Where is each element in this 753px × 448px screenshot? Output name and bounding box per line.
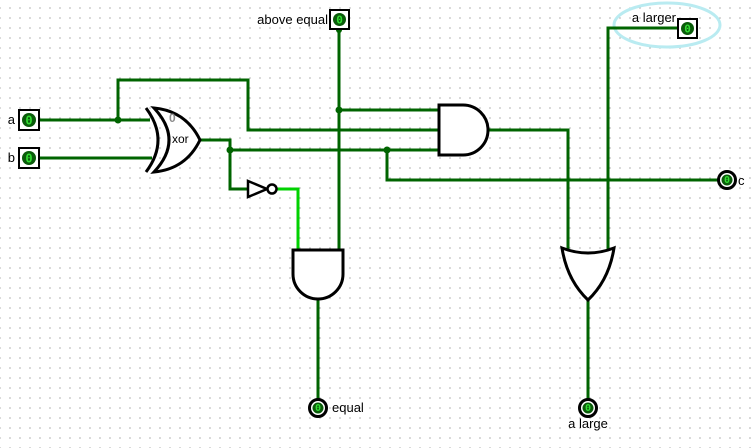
wire-junction [226, 146, 234, 154]
input-pin-a-larger[interactable]: 0 [677, 18, 698, 39]
pin-label-a: a [7, 112, 15, 127]
xor-gate-value-hint: 0 [169, 111, 176, 125]
selection-highlight-ellipse [612, 1, 722, 49]
xor-gate[interactable] [144, 106, 202, 174]
pin-label-a-larger: a larger [631, 10, 676, 25]
svg-text:0: 0 [684, 23, 691, 36]
svg-text:0: 0 [25, 114, 32, 128]
or-gate[interactable] [560, 245, 616, 303]
and-gate-bottom[interactable] [291, 248, 345, 301]
not-gate[interactable] [246, 179, 278, 199]
svg-text:0: 0 [25, 152, 32, 166]
svg-text:0: 0 [585, 403, 591, 414]
and-gate-top[interactable] [437, 103, 490, 157]
input-pin-a[interactable]: 0 [18, 109, 40, 131]
wire-junction [335, 106, 343, 114]
pin-label-c: c [738, 173, 745, 188]
wire-junction [383, 146, 391, 154]
input-pin-b[interactable]: 0 [18, 147, 40, 169]
xor-gate-label: xor [172, 132, 189, 146]
input-pin-above-equal[interactable]: 0 [329, 9, 350, 30]
wire-to-c-output[interactable] [385, 150, 719, 182]
wire-and-output-to-or[interactable] [488, 128, 570, 249]
output-pin-a-large[interactable]: 0 [578, 398, 598, 418]
pin-label-a-large: a large [568, 416, 608, 431]
svg-text:0: 0 [724, 175, 730, 186]
output-pin-equal[interactable]: 0 [308, 398, 328, 418]
output-pin-c[interactable]: 0 [717, 170, 737, 190]
pin-label-equal: equal [332, 400, 364, 415]
svg-text:0: 0 [336, 14, 343, 27]
svg-text:0: 0 [315, 403, 321, 414]
pin-label-above-equal: above equal [257, 12, 328, 27]
wire-junction [114, 116, 122, 124]
wire-xor-to-not[interactable] [200, 138, 250, 191]
pin-label-b: b [7, 150, 15, 165]
wire-not-output[interactable] [277, 187, 300, 251]
wire-a-branch-to-and[interactable] [116, 78, 440, 132]
wire-a-larger-to-or[interactable] [606, 26, 678, 249]
